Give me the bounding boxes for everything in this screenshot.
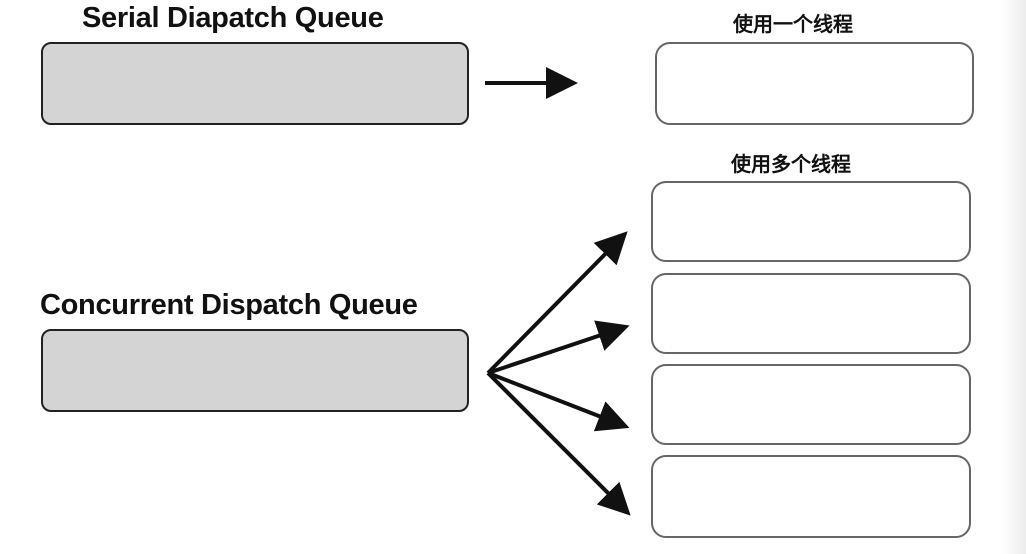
concurrent-thread-box-1 <box>651 181 971 262</box>
concurrent-queue-title: Concurrent Dispatch Queue <box>40 289 418 321</box>
page-edge-shadow <box>1002 0 1026 554</box>
concurrent-thread-box-4 <box>651 455 971 538</box>
concurrent-thread-box-3 <box>651 364 971 445</box>
serial-thread-box <box>655 42 974 125</box>
concurrent-arrow-1 <box>486 231 628 375</box>
concurrent-thread-caption: 使用多个线程 <box>731 152 851 176</box>
serial-queue-bar <box>41 42 469 125</box>
serial-queue-title: Serial Diapatch Queue <box>82 2 384 34</box>
concurrent-thread-box-2 <box>651 273 971 354</box>
concurrent-queue-bar <box>41 329 469 412</box>
concurrent-arrow-3 <box>487 371 630 432</box>
serial-thread-caption: 使用一个线程 <box>733 12 853 36</box>
concurrent-arrow-4 <box>486 371 631 516</box>
concurrent-arrow-2 <box>487 320 630 375</box>
